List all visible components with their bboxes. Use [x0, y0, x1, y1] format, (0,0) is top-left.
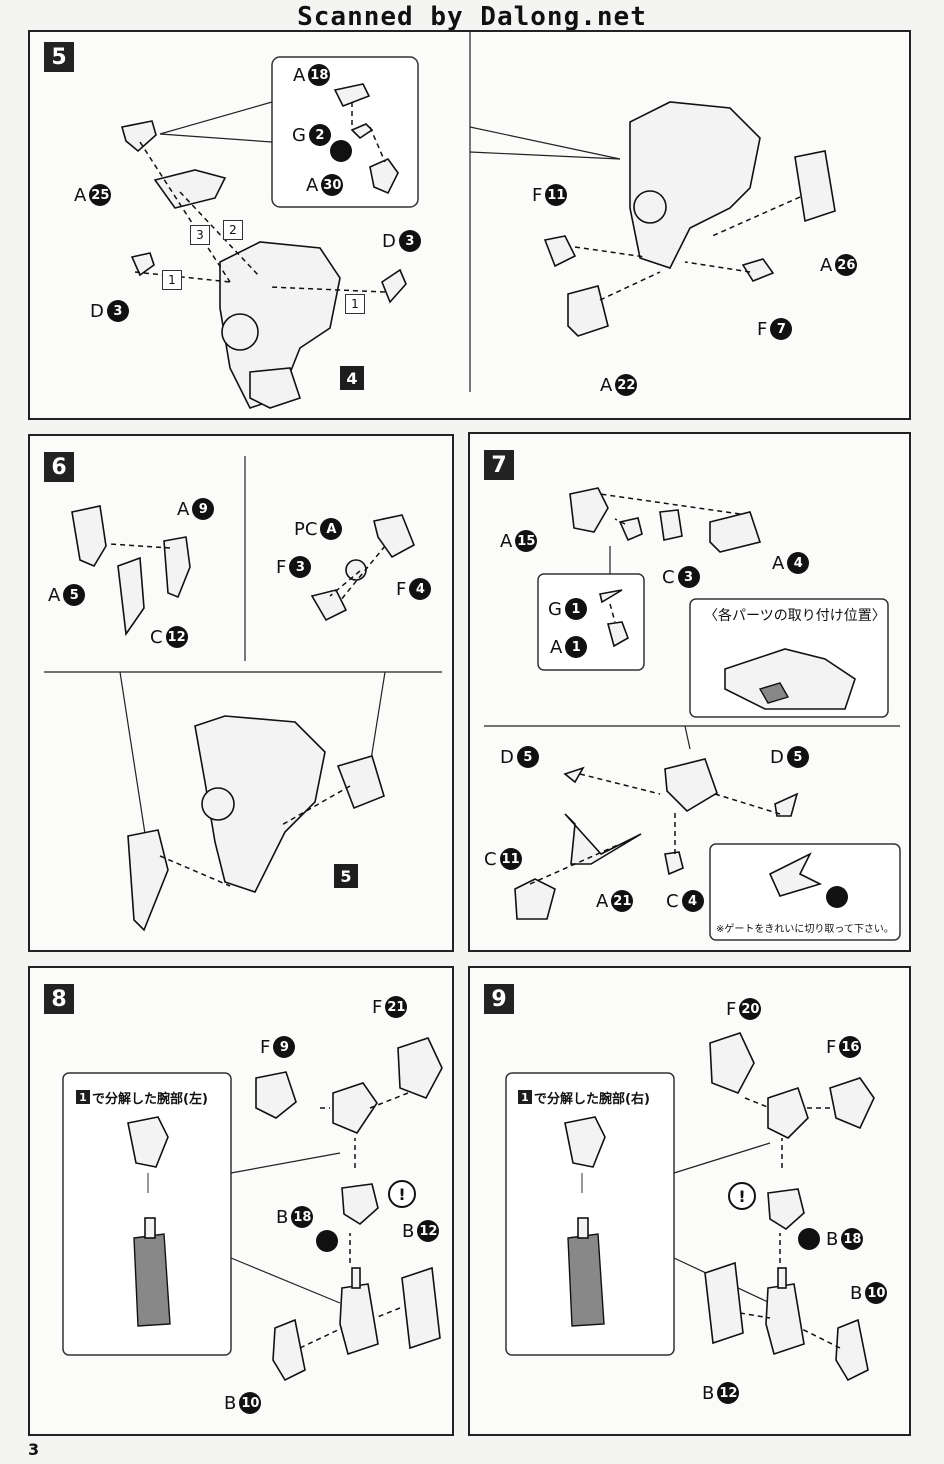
box-title: で分解した腕部(左)	[92, 1092, 208, 1107]
step-6-number: 6	[44, 452, 74, 482]
reference-step-badge: 4	[340, 366, 364, 390]
exclamation-icon: !	[728, 1182, 756, 1210]
box-title: で分解した腕部(右)	[534, 1092, 650, 1107]
order-marker: 2	[223, 220, 243, 240]
order-marker: 1	[162, 270, 182, 290]
exclamation-icon: !	[388, 1180, 416, 1208]
step-7-illustration	[484, 487, 901, 941]
reference-step-badge: 5	[334, 864, 358, 888]
page-number: 3	[28, 1440, 40, 1459]
gate-note: ※ゲートをきれいに切り取って下さい。	[716, 924, 894, 935]
reference-badge: 1	[76, 1090, 90, 1104]
gate-cut-icon	[330, 140, 352, 162]
step-6-illustration	[44, 456, 442, 932]
step-5-illustration	[120, 32, 836, 409]
step-9-number: 9	[484, 984, 514, 1014]
gate-cut-icon	[826, 886, 848, 908]
gate-cut-icon	[798, 1228, 820, 1250]
gate-cut-icon	[316, 1230, 338, 1252]
order-marker: 1	[345, 294, 365, 314]
step-5-number: 5	[44, 42, 74, 72]
reference-badge: 1	[518, 1090, 532, 1104]
order-marker: 3	[190, 225, 210, 245]
step-8-illustration	[62, 1037, 443, 1382]
step-5-panel: 5	[28, 30, 911, 420]
step-7-number: 7	[484, 450, 514, 480]
step-8-number: 8	[44, 984, 74, 1014]
scanner-banner: Scanned by Dalong.net	[297, 2, 647, 32]
step-9-illustration	[505, 1032, 875, 1382]
position-note: 〈各パーツの取り付け位置〉	[704, 608, 886, 624]
